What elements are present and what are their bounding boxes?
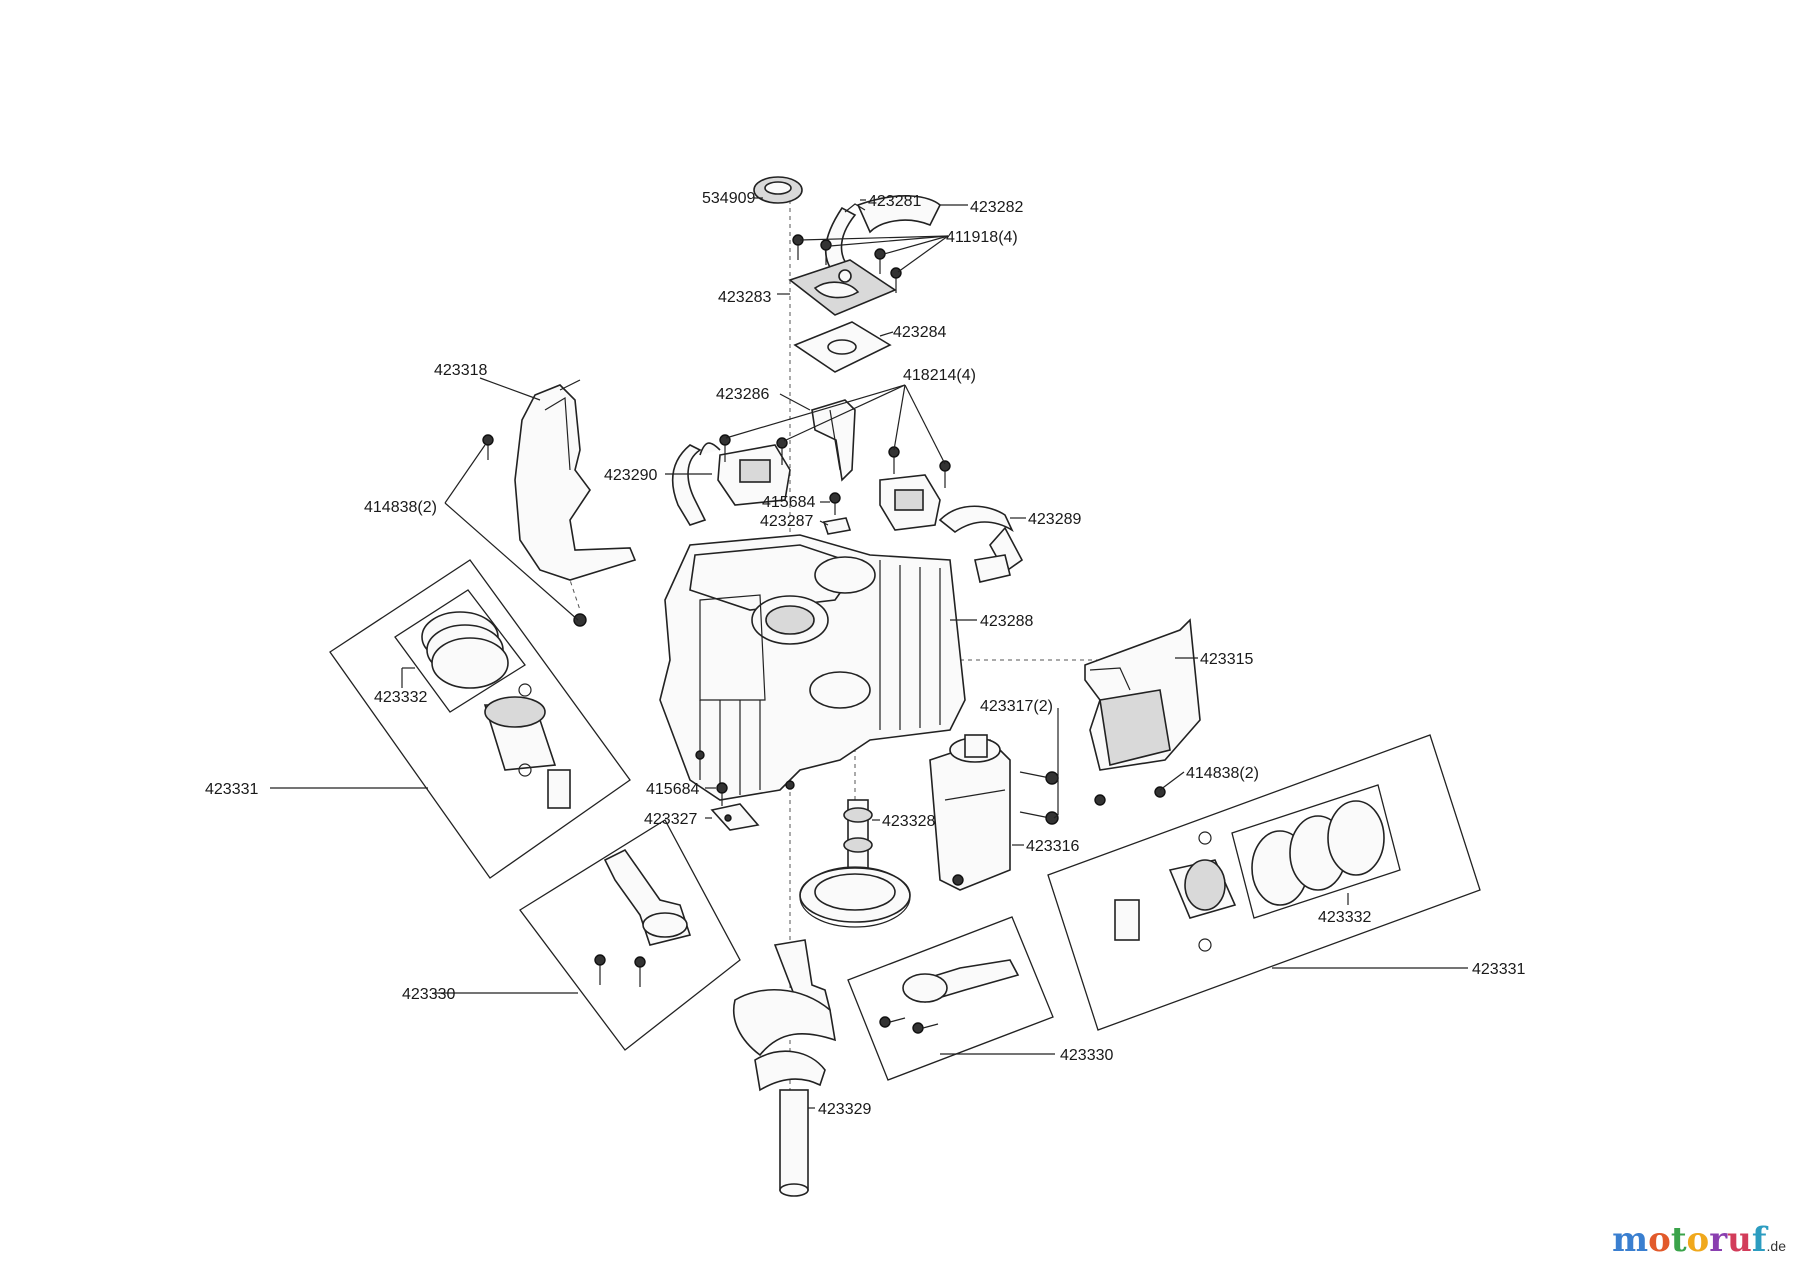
label-423327: 423327	[644, 811, 697, 828]
label-423289: 423289	[1028, 511, 1081, 528]
label-411918: 411918(4)	[946, 229, 1018, 246]
logo-letter: r	[1709, 1220, 1728, 1260]
logo-domain: .de	[1766, 1238, 1786, 1254]
label-423328: 423328	[882, 813, 935, 830]
label-415684-top: 415684	[762, 494, 815, 511]
label-423287: 423287	[760, 513, 813, 530]
connecting-rod-left-box	[519, 819, 741, 1051]
breather-cover-plate-part	[788, 259, 897, 316]
label-423288: 423288	[980, 613, 1033, 630]
oil-seal-part	[753, 176, 803, 204]
ignition-coil-left-part	[671, 442, 791, 526]
label-414838-right: 414838(2)	[1186, 765, 1259, 782]
camshaft-part	[799, 799, 911, 928]
label-423332-left: 423332	[374, 689, 427, 706]
logo-letter: u	[1727, 1220, 1752, 1260]
ignition-coil-right-part	[879, 474, 1024, 583]
label-423330-left: 423330	[402, 986, 455, 1003]
label-423318: 423318	[434, 362, 487, 379]
crankshaft-part	[733, 939, 837, 1197]
cover-screw-group	[792, 234, 902, 293]
small-bracket-top-part	[822, 492, 852, 535]
label-423329: 423329	[818, 1101, 871, 1118]
label-423315: 423315	[1200, 651, 1253, 668]
small-bracket-bottom-part	[710, 782, 760, 831]
label-423281: 423281	[868, 193, 921, 210]
label-423286: 423286	[716, 386, 769, 403]
label-414838-left: 414838(2)	[364, 499, 437, 516]
label-423317: 423317(2)	[980, 698, 1053, 715]
part-labels: 534909 423281 423282 411918(4) 423283 42…	[205, 190, 1525, 1118]
logo-letter: t	[1670, 1220, 1687, 1260]
cylinder-shroud-left-part	[482, 379, 637, 627]
piston-kit-right-box	[1047, 734, 1481, 1031]
label-423284: 423284	[893, 324, 946, 341]
breather-gasket-part	[793, 321, 892, 373]
motoruf-logo: motoruf.de	[1612, 1220, 1786, 1260]
label-423331-left: 423331	[205, 781, 258, 798]
logo-letter: o	[1686, 1220, 1710, 1260]
label-423283: 423283	[718, 289, 771, 306]
logo-letter: o	[1648, 1220, 1671, 1260]
label-415684-bottom: 415684	[646, 781, 699, 798]
label-423331-right: 423331	[1472, 961, 1525, 978]
connecting-rod-right-box	[847, 916, 1054, 1081]
label-534909: 534909	[702, 190, 755, 207]
leader-lines	[270, 197, 1468, 1109]
logo-letter: m	[1612, 1220, 1649, 1260]
label-423332-right: 423332	[1318, 909, 1371, 926]
cylinder-shroud-right-part	[1084, 618, 1201, 771]
label-423282: 423282	[970, 199, 1023, 216]
breather-valve-part	[811, 399, 856, 482]
label-423316: 423316	[1026, 838, 1079, 855]
breather-tube-part	[824, 195, 941, 279]
starter-motor-part	[929, 734, 1166, 891]
logo-letter: f	[1751, 1220, 1767, 1260]
label-423290: 423290	[604, 467, 657, 484]
engine-block-part	[659, 534, 966, 801]
piston-kit-left-box	[329, 559, 631, 879]
label-418214: 418214(4)	[903, 367, 976, 384]
label-423330-right: 423330	[1060, 1047, 1113, 1064]
